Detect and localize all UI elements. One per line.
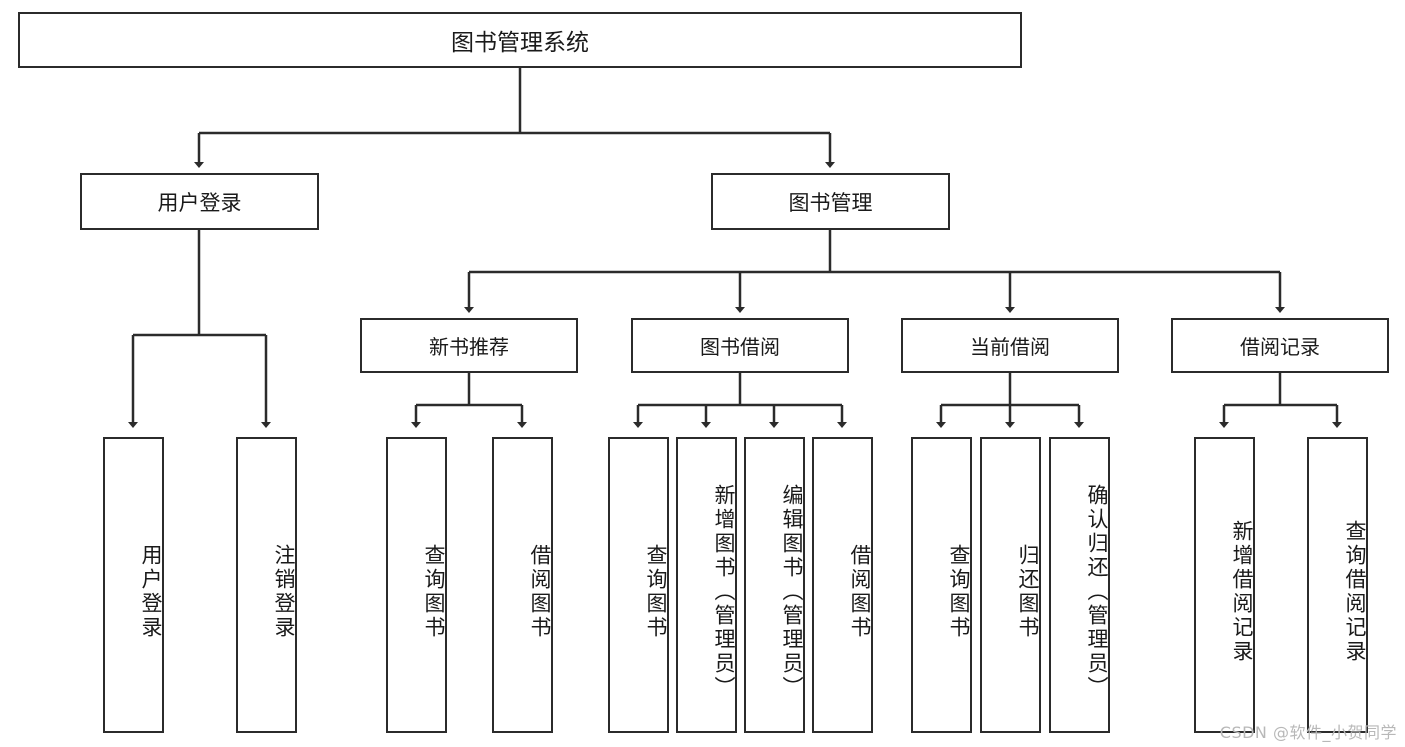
node-leaf-add-record[interactable]: 新增借阅记录 — [1194, 437, 1255, 733]
node-user-login[interactable]: 用户登录 — [80, 173, 319, 230]
node-leaf-user-logout-label: 注销登录 — [272, 544, 296, 640]
node-leaf-query-book-2[interactable]: 查询图书 — [608, 437, 669, 733]
node-leaf-borrow-book-1-label: 借阅图书 — [528, 544, 552, 640]
node-leaf-query-book-1[interactable]: 查询图书 — [386, 437, 447, 733]
node-leaf-confirm-return-label: 确认归还（管理员） — [1085, 484, 1109, 700]
node-leaf-borrow-book-2[interactable]: 借阅图书 — [812, 437, 873, 733]
node-leaf-user-login-label: 用户登录 — [139, 544, 163, 640]
node-leaf-query-book-3-label: 查询图书 — [947, 544, 971, 640]
node-book-borrow-label: 图书借阅 — [700, 335, 780, 359]
node-root-label: 图书管理系统 — [451, 30, 589, 56]
node-book-manage[interactable]: 图书管理 — [711, 173, 950, 230]
node-new-book-recommend[interactable]: 新书推荐 — [360, 318, 578, 373]
node-leaf-return-book-label: 归还图书 — [1016, 544, 1040, 640]
node-leaf-query-record-label: 查询借阅记录 — [1343, 520, 1367, 664]
node-leaf-borrow-book-1[interactable]: 借阅图书 — [492, 437, 553, 733]
node-leaf-borrow-book-2-label: 借阅图书 — [848, 544, 872, 640]
node-current-borrow[interactable]: 当前借阅 — [901, 318, 1119, 373]
node-book-manage-label: 图书管理 — [788, 190, 873, 215]
node-leaf-add-record-label: 新增借阅记录 — [1230, 520, 1254, 664]
node-book-borrow[interactable]: 图书借阅 — [631, 318, 849, 373]
node-leaf-query-record[interactable]: 查询借阅记录 — [1307, 437, 1368, 733]
node-borrow-record-label: 借阅记录 — [1240, 335, 1320, 359]
node-leaf-confirm-return[interactable]: 确认归还（管理员） — [1049, 437, 1110, 733]
node-borrow-record[interactable]: 借阅记录 — [1171, 318, 1389, 373]
node-leaf-user-logout[interactable]: 注销登录 — [236, 437, 297, 733]
node-leaf-query-book-3[interactable]: 查询图书 — [911, 437, 972, 733]
node-leaf-add-book-label: 新增图书（管理员） — [712, 484, 736, 700]
node-root[interactable]: 图书管理系统 — [18, 12, 1022, 68]
node-leaf-user-login[interactable]: 用户登录 — [103, 437, 164, 733]
node-user-login-label: 用户登录 — [157, 190, 242, 215]
node-current-borrow-label: 当前借阅 — [970, 335, 1050, 359]
node-leaf-edit-book-label: 编辑图书（管理员） — [780, 484, 804, 700]
node-leaf-query-book-2-label: 查询图书 — [644, 544, 668, 640]
node-leaf-edit-book[interactable]: 编辑图书（管理员） — [744, 437, 805, 733]
watermark: CSDN @软件_小贺同学 — [1219, 723, 1397, 742]
node-leaf-query-book-1-label: 查询图书 — [422, 544, 446, 640]
node-leaf-return-book[interactable]: 归还图书 — [980, 437, 1041, 733]
node-new-book-recommend-label: 新书推荐 — [429, 335, 509, 359]
node-leaf-add-book[interactable]: 新增图书（管理员） — [676, 437, 737, 733]
